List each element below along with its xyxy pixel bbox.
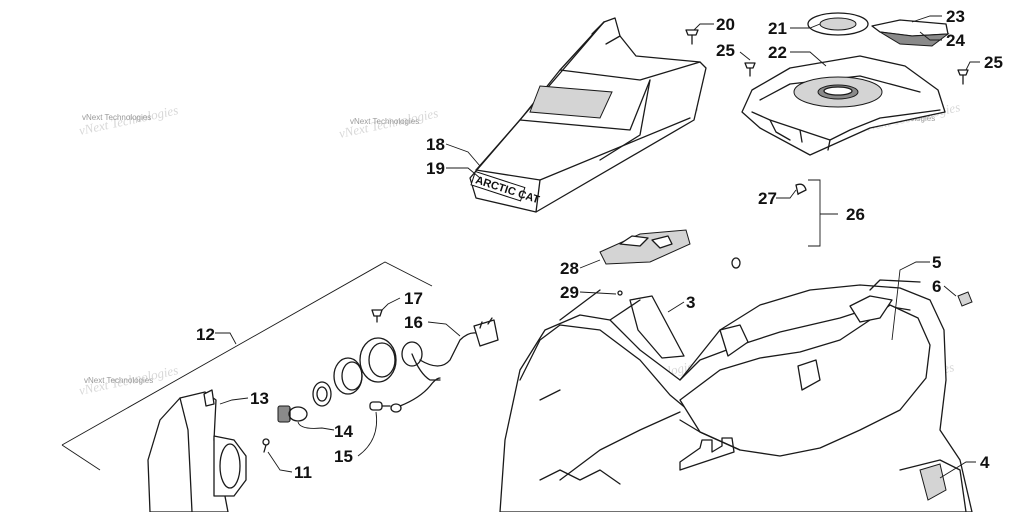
screw-part <box>957 69 969 85</box>
callout-22: 22 <box>768 43 787 62</box>
callout-29: 29 <box>560 283 579 302</box>
callout-3: 3 <box>686 293 695 312</box>
callout-26: 26 <box>846 205 865 224</box>
screw-part <box>262 438 270 453</box>
seat-part: ARCTIC CAT <box>469 17 707 213</box>
decal-part <box>871 19 950 47</box>
callout-20: 20 <box>716 15 735 34</box>
bulb-part <box>277 405 308 423</box>
side-panel-part <box>629 295 685 359</box>
leader-lines <box>215 15 980 479</box>
callout-28: 28 <box>560 259 579 278</box>
callout-6: 6 <box>932 277 941 296</box>
callout-25: 25 <box>716 41 735 60</box>
headlight-group-frame <box>61 261 433 471</box>
headlight-housing-part <box>147 389 247 512</box>
small-bulb-part <box>369 401 391 411</box>
screw-part <box>744 62 756 77</box>
vent-hose-part <box>731 179 821 269</box>
callout-27: 27 <box>758 189 777 208</box>
callout-11: 11 <box>294 463 312 482</box>
screw-part <box>685 29 699 45</box>
watermark: vNext Technologies <box>82 113 151 122</box>
watermark: vNext Technologies <box>350 117 419 126</box>
screw-part <box>371 309 383 323</box>
callout-12: 12 <box>196 325 215 344</box>
clip-part <box>957 291 973 307</box>
callouts: 20 21 23 24 25 22 25 18 19 27 26 28 5 29… <box>196 7 1003 482</box>
callout-17: 17 <box>404 289 423 308</box>
callout-21: 21 <box>768 19 787 38</box>
rivet-part <box>617 290 623 296</box>
socket-assembly-part <box>312 317 499 413</box>
callout-4: 4 <box>980 453 990 472</box>
callout-16: 16 <box>404 313 423 332</box>
callout-24: 24 <box>946 31 965 50</box>
pad-part <box>599 229 691 265</box>
front-body-part <box>499 279 973 512</box>
callout-19: 19 <box>426 159 445 178</box>
callout-18: 18 <box>426 135 445 154</box>
watermark: vNext Technologies <box>84 376 153 385</box>
callout-25b: 25 <box>984 53 1003 72</box>
callout-14: 14 <box>334 422 353 441</box>
callout-5: 5 <box>932 253 941 272</box>
tank-cover-part <box>741 55 946 156</box>
callout-15: 15 <box>334 447 353 466</box>
gasket-part <box>807 12 869 36</box>
callout-13: 13 <box>250 389 269 408</box>
callout-23: 23 <box>946 7 965 26</box>
